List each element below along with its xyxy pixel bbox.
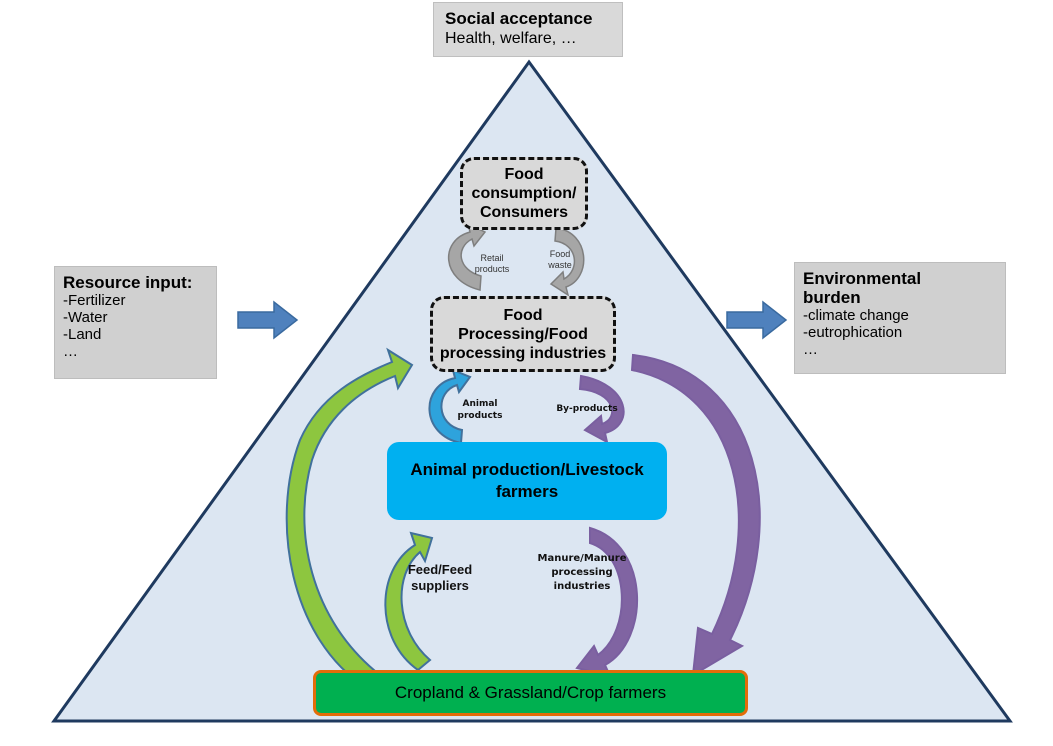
resource-item: -Fertilizer	[63, 292, 126, 309]
node-label: Processing/Food	[458, 325, 588, 343]
manure-label: Manure/Manure processing industries	[534, 552, 630, 594]
resource-input-title: Resource input:	[63, 273, 193, 292]
food-waste-label: Food waste	[540, 249, 580, 271]
cropland-node: Cropland & Grassland/Crop farmers	[313, 670, 748, 716]
resource-item: -Land	[63, 326, 102, 343]
burden-item: -eutrophication	[803, 324, 903, 341]
feed-suppliers-label: Feed/Feed suppliers	[405, 562, 475, 594]
flow-label: products	[474, 264, 510, 274]
output-flow-arrow	[726, 300, 788, 340]
flow-label: processing	[551, 567, 613, 578]
animal-products-label: Animal products	[455, 398, 505, 422]
node-label: Cropland & Grassland/Crop farmers	[394, 683, 667, 702]
flow-label: By-products	[556, 404, 618, 414]
social-acceptance-title: Social acceptance	[445, 9, 593, 28]
node-label: processing industries	[439, 344, 607, 362]
animal-products-arrow	[428, 368, 472, 445]
node-label: Food	[504, 166, 544, 183]
by-products-label: By-products	[552, 403, 622, 416]
food-waste-arrow	[549, 227, 585, 297]
social-acceptance-box: Social acceptance Health, welfare, …	[433, 2, 623, 57]
retail-products-label: Retail products	[470, 253, 514, 275]
environmental-burden-box: Environmental burden -climate change -eu…	[794, 262, 1006, 374]
flow-label: products	[457, 411, 503, 421]
flow-label: suppliers	[411, 578, 469, 593]
resource-input-box: Resource input: -Fertilizer -Water -Land…	[54, 266, 217, 379]
feed-arrow	[384, 531, 434, 672]
flow-label: Retail	[480, 253, 504, 263]
input-flow-arrow	[237, 300, 299, 340]
flow-label: Food	[549, 249, 571, 259]
environmental-burden-title-2: burden	[803, 288, 861, 307]
node-label: Food	[503, 306, 543, 324]
flow-label: industries	[553, 581, 611, 592]
environmental-burden-title: Environmental	[803, 269, 922, 288]
resource-item: …	[63, 343, 78, 360]
node-label: Consumers	[479, 204, 568, 221]
burden-item: …	[803, 341, 818, 358]
flow-label: Feed/Feed	[407, 562, 473, 577]
livestock-node: Animal production/Livestock farmers	[387, 442, 667, 520]
flow-label: Animal	[462, 399, 498, 409]
resource-item: -Water	[63, 309, 108, 326]
flow-label: Manure/Manure	[537, 553, 627, 564]
social-acceptance-subtitle: Health, welfare, …	[445, 30, 577, 47]
flow-label: waste	[548, 260, 572, 270]
node-label: Animal production/Livestock	[410, 460, 644, 479]
node-label: farmers	[495, 482, 559, 501]
crop-to-processing-arrow	[285, 347, 414, 690]
node-label: consumption/	[471, 185, 577, 202]
food-processing-node: Food Processing/Food processing industri…	[430, 296, 616, 372]
food-consumption-node: Food consumption/ Consumers	[460, 157, 588, 230]
burden-item: -climate change	[803, 307, 909, 324]
